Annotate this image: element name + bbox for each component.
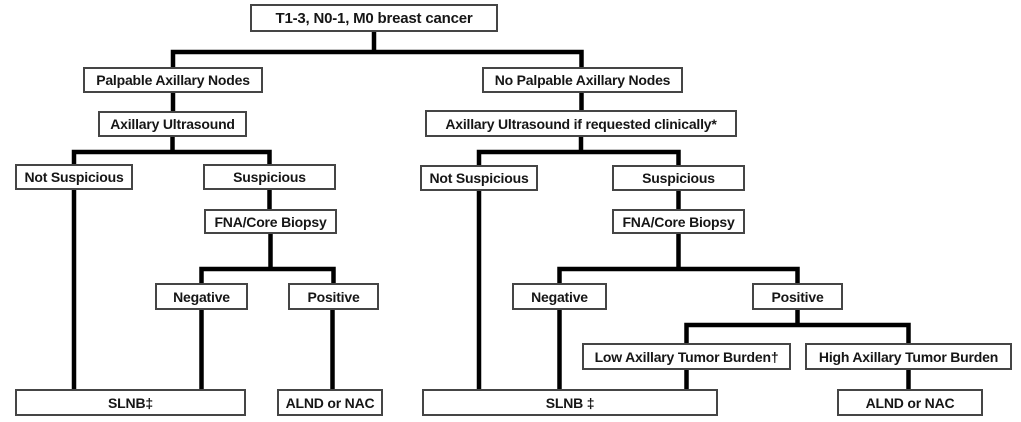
box-negative-left: Negative bbox=[155, 283, 248, 310]
box-not-suspicious-left: Not Suspicious bbox=[15, 164, 133, 190]
box-no-palpable-axillary-nodes: No Palpable Axillary Nodes bbox=[482, 67, 683, 93]
box-breast-cancer-root: T1-3, N0-1, M0 breast cancer bbox=[250, 4, 498, 32]
box-axillary-ultrasound-if-requested: Axillary Ultrasound if requested clinica… bbox=[425, 110, 737, 137]
box-high-axillary-tumor-burden: High Axillary Tumor Burden bbox=[805, 343, 1012, 370]
box-slnb-right: SLNB ‡ bbox=[422, 389, 718, 416]
box-alnd-or-nac-right: ALND or NAC bbox=[837, 389, 983, 416]
box-fna-core-biopsy-right: FNA/Core Biopsy bbox=[612, 209, 745, 234]
box-positive-right: Positive bbox=[752, 283, 843, 310]
edge-fna-right-split bbox=[557, 266, 800, 283]
box-suspicious-left: Suspicious bbox=[203, 164, 336, 190]
box-low-axillary-tumor-burden: Low Axillary Tumor Burden† bbox=[582, 343, 791, 370]
edge-ultrasound-right-split bbox=[476, 149, 681, 165]
edge-positive-right-split bbox=[684, 322, 911, 343]
box-negative-right: Negative bbox=[512, 283, 607, 310]
box-palpable-axillary-nodes: Palpable Axillary Nodes bbox=[83, 67, 263, 93]
box-slnb-left: SLNB‡ bbox=[15, 389, 246, 416]
box-alnd-or-nac-left: ALND or NAC bbox=[277, 389, 383, 416]
edge-ultrasound-left-split bbox=[71, 149, 272, 164]
box-positive-left: Positive bbox=[288, 283, 379, 310]
box-fna-core-biopsy-left: FNA/Core Biopsy bbox=[204, 209, 337, 234]
box-not-suspicious-right: Not Suspicious bbox=[420, 165, 538, 191]
edge-root-split bbox=[170, 49, 584, 67]
box-axillary-ultrasound: Axillary Ultrasound bbox=[98, 111, 247, 137]
box-suspicious-right: Suspicious bbox=[612, 165, 745, 191]
edge-fna-left-split bbox=[199, 266, 336, 283]
